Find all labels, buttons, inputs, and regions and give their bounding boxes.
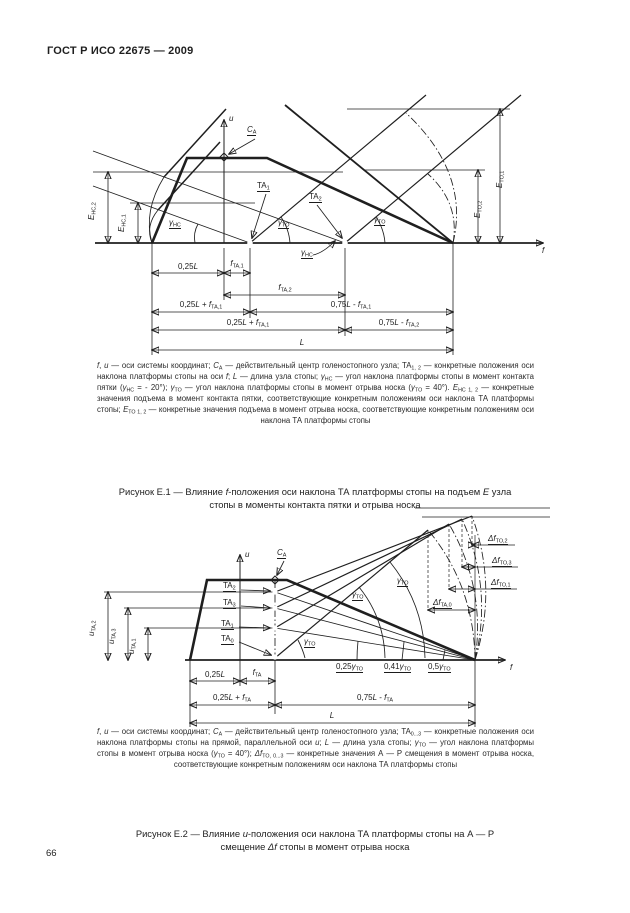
fig1-ta2-label: TA2 <box>309 192 322 203</box>
fig2-df-ta0-label: ΔfTA,0 <box>433 598 452 609</box>
fig1-gamma-hc-mid-label: γHC <box>301 248 313 259</box>
fig1-axis-f-label: f <box>542 246 545 255</box>
fig2-leaders <box>238 560 285 655</box>
fig2-ta0-label: TA0 <box>221 634 234 645</box>
fig1-gamma-to-1-label: γTO <box>278 218 290 229</box>
fig2-dim-075l-fta: 0,75L - fTA <box>357 693 393 704</box>
fig2-frac-05-label: 0,5γTO <box>428 662 451 673</box>
fig1-eto2-label: ETO,2 <box>473 200 484 218</box>
fig2-uta2-label: uTA,2 <box>87 620 98 636</box>
fig2-ta3-label: TA3 <box>223 598 236 609</box>
figure-e2-title-line2: смещение Δf стопы в момент отрыва носка <box>220 841 410 852</box>
fig2-construction-lines <box>104 507 550 661</box>
fig2-foot-profile <box>188 578 476 662</box>
fig1-ehc2-label: EHC,2 <box>87 202 98 220</box>
fig1-eto1-label: ETO,1 <box>495 170 506 188</box>
fig2-dim-025l-fta: 0,25L + fTA <box>213 693 251 704</box>
fig2-delta-dimensions <box>428 516 518 660</box>
fig1-dim-l: L <box>299 338 305 347</box>
fig1-construction-lines <box>92 94 522 256</box>
fig2-df-to3-label: ΔfTO,3 <box>492 556 512 567</box>
fig1-leaders <box>229 138 342 238</box>
fig2-frac-025-label: 0,25γTO <box>336 662 364 673</box>
fig1-axis-u-label: u <box>229 114 234 123</box>
fig2-gamma-to-mid-label: γTO <box>352 590 364 601</box>
fig2-axis-u-label: u <box>245 550 250 559</box>
fig2-frac-041-label: 0,41γTO <box>384 662 412 673</box>
fig2-axis-f-label: f <box>510 663 513 672</box>
fig1-points <box>219 152 348 246</box>
fig1-dim-025l-fta1-b: 0,25L + fTA,1 <box>226 318 270 329</box>
fig1-dim-025l-fta1-a: 0,25L + fTA,1 <box>179 300 223 311</box>
figure-e2-caption: f, u — оси системы координат; CA — дейст… <box>97 727 535 769</box>
fig1-dim-075l-fta2: 0,75L - fTA,2 <box>378 318 420 329</box>
figure-e2: u f CA TA2 TA3 TA1 TA0 uTA,2 uTA,3 uTA,1… <box>87 495 560 740</box>
fig2-dim-025l: 0,25L <box>204 670 226 679</box>
fig2-dim-fta: fTA <box>252 668 262 679</box>
fig1-dim-025l: 0,25L <box>177 262 199 271</box>
fig1-dimensions <box>108 109 500 355</box>
figure-e2-title-line1: Рисунок Е.2 — Влияние u-положения оси на… <box>135 828 495 839</box>
fig1-gamma-hc-left-label: γHC <box>169 218 181 229</box>
figure-e1-caption: f, u — оси системы координат; CA — дейст… <box>97 361 535 425</box>
fig2-ankle-center-label: CA <box>277 548 287 559</box>
fig2-dim-l: L <box>329 711 335 720</box>
fig2-uta1-label: uTA,1 <box>127 638 138 654</box>
fig1-ta1-label: TA1 <box>257 181 270 192</box>
fig2-ta2-label: TA2 <box>223 581 236 592</box>
fig1-ankle-center-label: CA <box>247 125 257 136</box>
page-number: 66 <box>46 848 57 859</box>
fig2-ta1-label: TA1 <box>221 619 234 630</box>
fig1-dim-fta2: fTA,2 <box>278 283 292 294</box>
fig1-axes <box>95 120 543 243</box>
fig2-gamma-to-small-label: γTO <box>304 637 316 648</box>
fig2-df-to2-label: ΔfTO,2 <box>488 534 508 545</box>
fig2-points <box>270 575 280 660</box>
fig2-uta3-label: uTA,3 <box>107 628 118 644</box>
figure-e1-drawing <box>92 94 555 355</box>
fig1-gamma-to-2-label: γTO <box>374 215 386 226</box>
fig1-dim-fta1: fTA,1 <box>230 259 244 270</box>
fig2-dimensions <box>108 592 475 727</box>
figure-e2-drawing <box>104 507 550 727</box>
fig1-dim-075l-fta1: 0,75L - fTA,1 <box>330 300 372 311</box>
fig1-ehc1-label: EHC,1 <box>117 214 128 232</box>
fig2-df-to1-label: ΔfTO,1 <box>491 578 511 589</box>
figure-e1-title-line1: Рисунок Е.1 — Влияние f-положения оси на… <box>118 486 512 497</box>
fig1-foot-profile <box>150 156 454 245</box>
figure-e1: u f CA TA1 TA2 γHC γTO γTO γHC EHC,2 EHC… <box>85 93 555 358</box>
figure-e1-title-line2: стопы в моменты контакта пятки и отрыва … <box>209 499 421 510</box>
standard-header: ГОСТ Р ИСО 22675 — 2009 <box>47 45 194 57</box>
fig2-gamma-to-outer-label: γTO <box>397 576 409 587</box>
